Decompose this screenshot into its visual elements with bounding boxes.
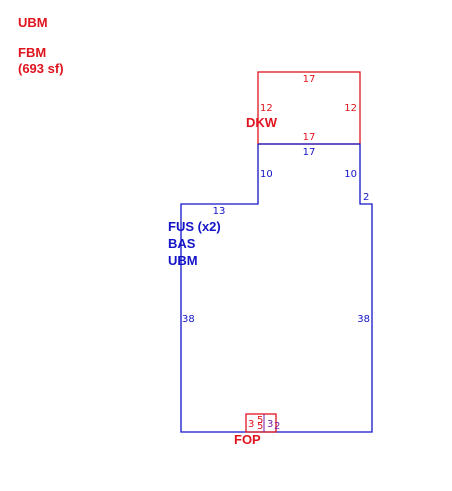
- dkw-dim-top: 17: [303, 74, 316, 85]
- fop-dim-5: 2: [274, 421, 280, 432]
- main-dim-top: 17: [303, 147, 316, 158]
- dkw-dim-bottom: 17: [303, 132, 316, 143]
- fop-dim-2: 5: [257, 415, 263, 426]
- dkw-dim-right: 12: [344, 103, 357, 114]
- main-label-fus: FUS (x2): [168, 219, 221, 234]
- main-dim-left-upper: 10: [260, 169, 273, 180]
- main-dim-right-upper: 10: [344, 169, 357, 180]
- legend-area: (693 sf): [18, 61, 64, 76]
- fop-dim-1: 3: [248, 419, 254, 430]
- legend-fbm: FBM: [18, 45, 47, 60]
- main-label-ubm: UBM: [168, 253, 198, 268]
- fop-dim-4: 3: [267, 419, 273, 430]
- legend-ubm: UBM: [18, 15, 48, 30]
- fop-dim-3: 5: [257, 421, 263, 432]
- main-label-bas: BAS: [168, 236, 196, 251]
- fop-label: FOP: [234, 432, 261, 447]
- main-dim-right: 38: [357, 314, 370, 325]
- main-outline: [180, 143, 373, 433]
- sketch-legend: UBM FBM (693 sf): [18, 15, 64, 77]
- dkw-label: DKW: [246, 115, 278, 130]
- main-dim-step-left: 13: [213, 206, 226, 217]
- main-dim-left: 38: [182, 314, 195, 325]
- fop-outline: [245, 413, 277, 433]
- main-dim-step-right: 2: [363, 192, 369, 203]
- dkw-dim-left: 12: [260, 103, 273, 114]
